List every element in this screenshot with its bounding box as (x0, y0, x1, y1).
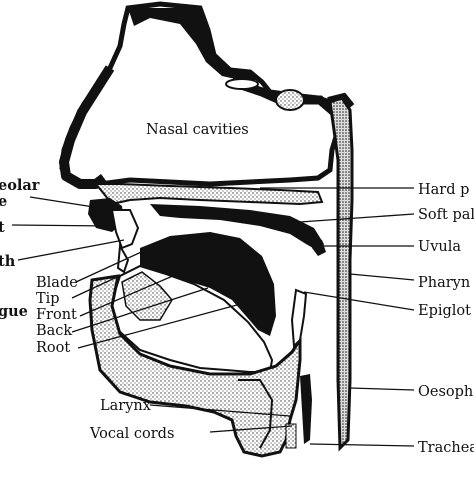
pointer-mouth (17, 239, 125, 261)
label-teeth: t (0, 219, 5, 236)
pointer-lines (11, 187, 415, 447)
pointer-pharynx (349, 273, 415, 281)
label-back: Back (36, 323, 72, 339)
label-alveolar-line2: e (0, 193, 7, 210)
label-oesophagus: Oesoph (418, 384, 473, 400)
nasal-bone (128, 8, 258, 80)
epiglottis-shape (290, 288, 308, 349)
pointer-trachea (309, 443, 415, 447)
label-blade: Blade (36, 275, 78, 291)
label-tip: Tip (36, 291, 60, 307)
nose-outline (59, 65, 115, 189)
label-larynx: Larynx (100, 398, 151, 414)
sinus-hole (162, 35, 178, 49)
label-vocal-cords: Vocal cords (89, 426, 174, 442)
label-hard-palate: Hard p (418, 182, 469, 198)
label-front: Front (36, 307, 77, 323)
soft-palate-shape (150, 204, 324, 252)
pointer-soft-palate (299, 213, 415, 223)
tongue-tip (121, 271, 173, 321)
pointer-root (77, 301, 249, 349)
lower-teeth (116, 242, 130, 274)
adenoid (275, 89, 305, 111)
pointer-oesophagus (349, 387, 415, 391)
pointer-blade (75, 247, 151, 283)
pointer-tip (71, 269, 133, 299)
pharynx-wall (328, 96, 354, 452)
label-trachea: Trachea (418, 440, 474, 456)
label-tongue: gue (0, 303, 28, 320)
label-nasal-cavities: Nasal cavities (146, 122, 249, 138)
uvula-shape (310, 236, 326, 256)
upper-teeth (110, 209, 140, 250)
label-alveolar-line1: eolar (0, 177, 40, 194)
sinus-hole (147, 31, 153, 37)
hard-palate-shape (93, 183, 324, 206)
sinus-hole (180, 58, 192, 70)
pointer-epiglottis (303, 291, 415, 311)
label-soft-palate: Soft pal (418, 207, 474, 223)
label-epiglottis: Epiglot (418, 303, 471, 319)
vocal-cords-shape (285, 423, 297, 449)
label-root: Root (36, 340, 70, 356)
pointer-vocal-cords (209, 425, 293, 433)
pointer-teeth (11, 224, 113, 227)
pharynx-top (327, 92, 355, 108)
pointer-back (71, 287, 209, 333)
label-mouth: th (0, 253, 16, 270)
larynx-shape (300, 374, 312, 444)
pointer-larynx (149, 404, 291, 417)
turbinate (225, 78, 259, 90)
pointer-alveolar (29, 196, 101, 209)
oral-cavity (140, 232, 276, 336)
pointer-front (79, 271, 183, 317)
label-uvula: Uvula (418, 239, 461, 255)
label-pharynx: Pharyn (418, 275, 470, 291)
hyoid-line (238, 379, 274, 449)
